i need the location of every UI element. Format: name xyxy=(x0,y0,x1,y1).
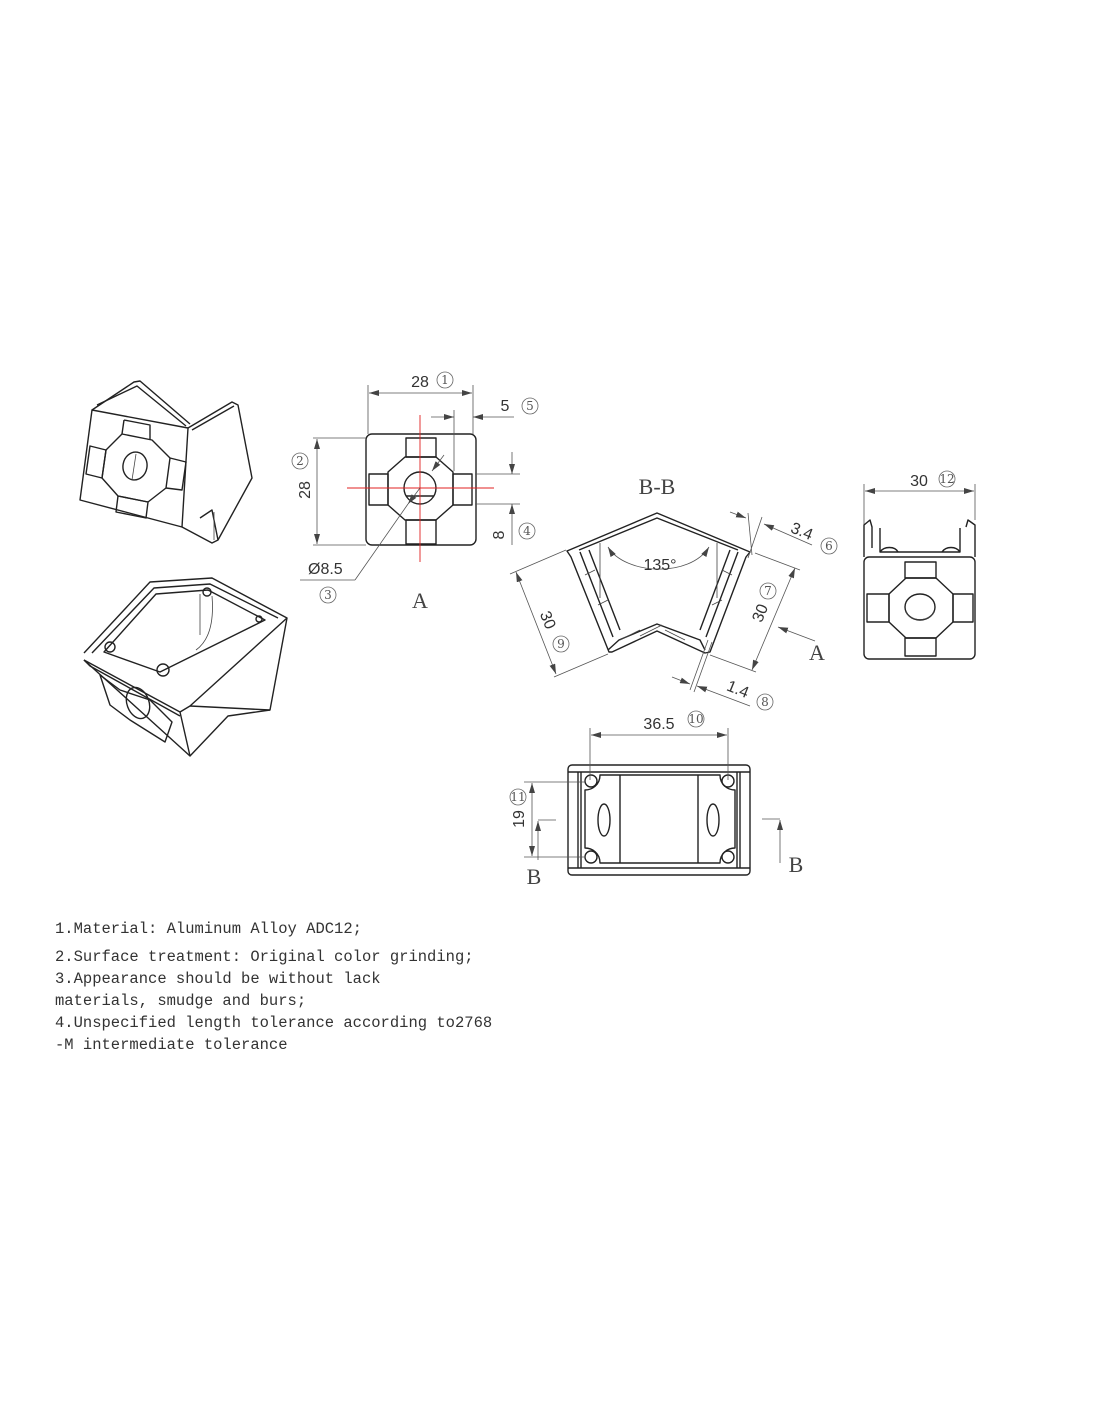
ref-10: 10 xyxy=(688,712,703,726)
dim-hole-pitch: 19 xyxy=(511,810,528,828)
dim-slot-width: 8 xyxy=(491,530,508,539)
note-2: 2.Surface treatment: Original color grin… xyxy=(55,948,474,966)
note-3: 3.Appearance should be without lack mate… xyxy=(55,970,381,1010)
ref-1: 1 xyxy=(441,373,449,387)
dim-slot-depth: 5 xyxy=(501,398,510,415)
ref-6: 6 xyxy=(825,539,833,553)
ref-11: 11 xyxy=(510,790,525,804)
iso-view-front xyxy=(79,380,253,544)
ref-7: 7 xyxy=(764,584,772,598)
section-mark-left: B xyxy=(527,864,542,889)
dim-side-width: 30 xyxy=(910,473,928,490)
ref-5: 5 xyxy=(526,399,534,413)
ref-9: 9 xyxy=(557,637,565,651)
dim-wall: 3.4 xyxy=(788,520,815,544)
note-1: 1.Material: Aluminum Alloy ADC12; xyxy=(55,920,362,938)
section-label: B-B xyxy=(639,474,676,499)
dim-height: 28 xyxy=(297,481,314,499)
view-label-a: A xyxy=(412,588,428,613)
view-a: 28 1 5 5 28 2 8 4 Ø8.5 3 A xyxy=(291,371,539,613)
bottom-view: 36.5 10 19 11 B B xyxy=(509,710,804,889)
dim-right-length: 30 xyxy=(750,602,772,625)
view-arrow-a: A xyxy=(809,640,825,665)
dim-thin-wall: 1.4 xyxy=(724,678,751,702)
note-4: 4.Unspecified length tolerance according… xyxy=(55,1014,493,1054)
section-mark-right: B xyxy=(789,852,804,877)
dim-hole: Ø8.5 xyxy=(308,561,343,578)
iso-view-back xyxy=(83,577,288,757)
section-bb: B-B 135° 30 9 30 7 3.4 6 1.4 8 A xyxy=(509,474,838,711)
dim-hole-spacing: 36.5 xyxy=(643,716,674,733)
dim-left-length: 30 xyxy=(536,609,558,632)
ref-8: 8 xyxy=(761,695,769,709)
ref-2: 2 xyxy=(296,454,304,468)
ref-4: 4 xyxy=(523,524,531,538)
technical-notes: 1.Material: Aluminum Alloy ADC12; 2.Surfa… xyxy=(55,918,492,1056)
angle-label: 135° xyxy=(643,557,676,574)
side-view: 30 12 xyxy=(863,470,976,660)
dim-width: 28 xyxy=(411,374,429,391)
ref-12: 12 xyxy=(939,472,954,486)
ref-3: 3 xyxy=(324,588,332,602)
